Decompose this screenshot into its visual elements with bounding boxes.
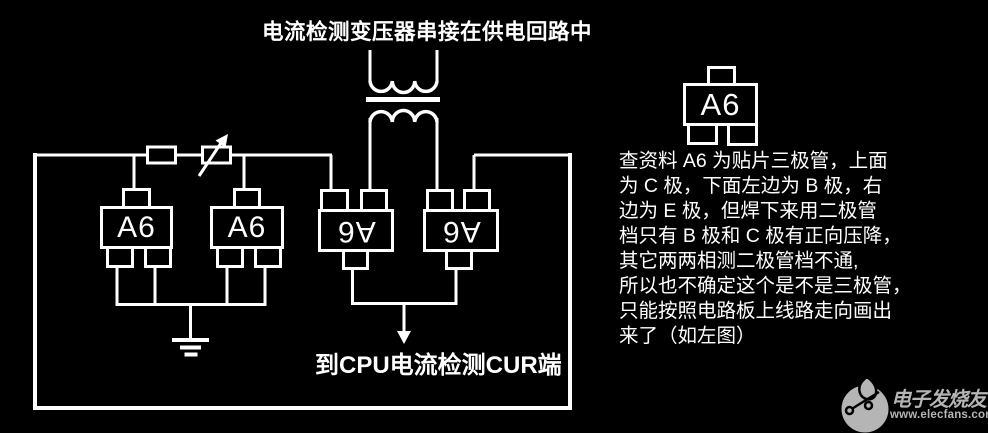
note-line: 所以也不确定这个是不是三极管， — [619, 275, 912, 297]
page-title: 电流检测变压器串接在供电回路中 — [262, 20, 593, 44]
transformer-icon — [366, 50, 440, 123]
note-line: 只能按照电路板上线路走向画出 — [619, 300, 893, 322]
note-text-block: 查资料 A6 为贴片三极管，上面 为 C 极，下面左边为 B 极，右 边为 E … — [619, 149, 988, 349]
output-arrow-icon — [397, 331, 411, 344]
q1-label: A6 — [117, 210, 156, 244]
logo-circle — [841, 385, 889, 433]
note-line: 其它两两相测二极管档不通, — [619, 250, 859, 272]
resistor-symbols — [146, 134, 232, 177]
package-label: A6 — [700, 86, 741, 122]
q4-label: A6 — [441, 214, 481, 248]
logo-site-name: 电子发烧友 — [891, 389, 987, 411]
resistor-symbol — [146, 145, 177, 165]
logo-pad-right — [863, 400, 874, 411]
variable-resistor-arrowhead — [215, 134, 228, 148]
ground-icon — [172, 338, 209, 357]
transformer-primary-coil — [368, 80, 439, 95]
elecfans-logo-icon — [841, 375, 889, 433]
package-body: A6 — [683, 83, 758, 126]
q3-body: A6 — [318, 209, 394, 252]
variable-resistor-arrow-shaft — [197, 142, 223, 177]
note-line: 为 C 极，下面左边为 B 极，右 — [619, 175, 883, 197]
logo-trace-line — [849, 390, 880, 412]
q3-label: A6 — [336, 214, 376, 248]
note-line: 查资料 A6 为贴片三极管，上面 — [619, 150, 888, 172]
logo-pad-left — [844, 405, 855, 416]
q2-body: A6 — [210, 206, 284, 249]
output-label: 到CPU电流检测CUR端 — [315, 352, 562, 379]
note-line: 档只有 B 极和 C 极有正向压降， — [619, 225, 902, 247]
q1-body: A6 — [100, 206, 173, 249]
note-line: 来了（如左图） — [619, 325, 756, 347]
note-line: 边为 E 极，但焊下来用二极管 — [619, 200, 877, 222]
logo-site-url: www.elecfans.com — [890, 409, 988, 421]
logo-flame-icon — [858, 375, 878, 401]
outer-loop-wires — [33, 153, 572, 410]
transformer-core — [366, 97, 440, 102]
transformer-secondary-coil — [368, 108, 439, 123]
q4-body: A6 — [423, 209, 499, 252]
q2-label: A6 — [227, 210, 267, 244]
transformer-primary-leads — [368, 50, 439, 82]
